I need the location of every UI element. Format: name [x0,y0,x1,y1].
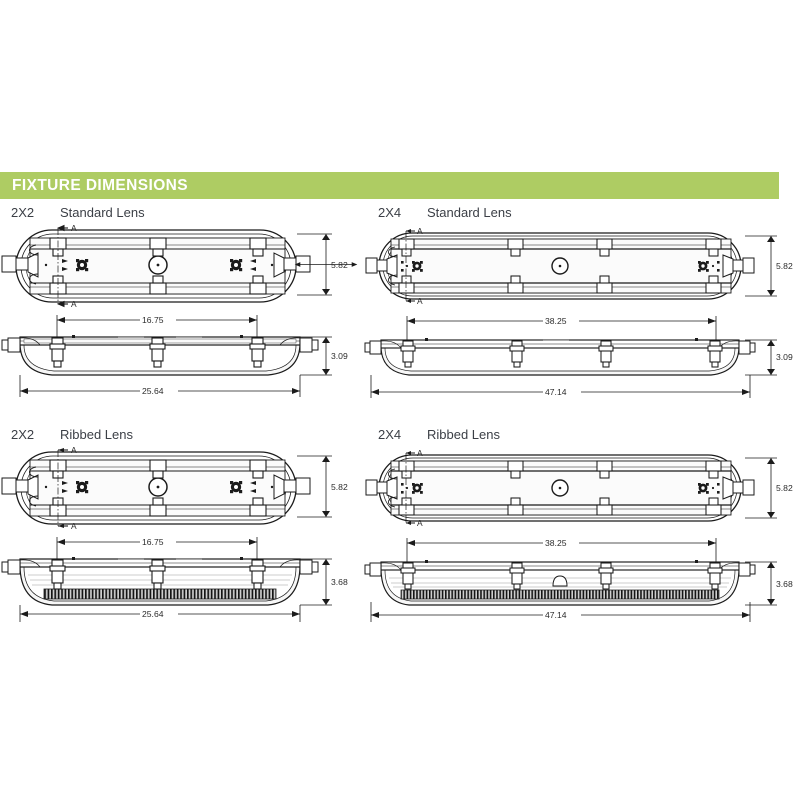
section-banner-title: FIXTURE DIMENSIONS [12,176,188,194]
dim-overall-length-2x4-ribbed [370,602,751,622]
panel-header-2x4-standard: 2X4 Standard Lens [378,205,512,220]
dim-label-side-height: 3.68 [776,579,793,589]
panel-size-label: 2X4 [378,427,402,442]
drawing-2x2-ribbed: A A 5.82 [0,445,360,622]
dim-label-side-height: 3.68 [331,577,348,587]
section-mark-top-a: A [417,226,423,236]
dim-mount-span-2x2-standard [56,315,258,337]
panel-size-label: 2X2 [11,427,35,442]
panel-lens-label: Ribbed Lens [427,427,500,442]
dim-overall-length-2x2-standard [19,375,301,397]
dim-label-overall-length: 47.14 [545,610,567,620]
side-view-2x4-ribbed [364,560,756,606]
dim-side-height-2x4-standard [745,339,777,376]
dim-mount-span-2x2-ribbed [56,537,258,559]
top-view-2x2-ribbed [1,448,311,528]
drawing-2x2-standard: A A 5.82 [0,223,360,400]
panel-header-2x2-standard: 2X2 Standard Lens [11,205,145,220]
section-mark-top-a: A [71,445,77,455]
drawing-2x4-ribbed: A A 5.82 [364,448,800,622]
dim-mount-span-2x4-standard [406,316,717,340]
dim-label-top-height: 5.82 [331,482,348,492]
dim-mount-span-2x4-ribbed [406,538,717,562]
panel-header-2x2-ribbed: 2X2 Ribbed Lens [11,427,133,442]
panel-size-label: 2X2 [11,205,35,220]
dim-label-top-height: 5.82 [331,260,348,270]
dim-top-height-2x4-ribbed [745,457,777,519]
side-view-2x4-standard [364,338,756,376]
top-view-2x2-standard [1,224,311,308]
dim-label-overall-length: 25.64 [142,609,164,619]
section-mark-bottom-a: A [417,518,423,528]
dim-label-overall-length: 47.14 [545,387,567,397]
dim-top-height-2x4-standard [745,235,777,297]
dim-label-side-height: 3.09 [331,351,348,361]
section-mark-bottom-a: A [417,296,423,306]
dim-overall-length-2x4-standard [370,375,751,398]
top-view-2x4-standard [365,229,755,303]
panel-lens-label: Standard Lens [427,205,512,220]
dim-label-top-height: 5.82 [776,483,793,493]
dim-side-height-2x4-ribbed [745,561,777,606]
top-view-2x4-ribbed [365,451,755,525]
dim-top-height-2x2-ribbed [297,455,332,518]
section-mark-bottom-a: A [71,521,77,531]
dim-label-top-height: 5.82 [776,261,793,271]
panel-header-2x4-ribbed: 2X4 Ribbed Lens [378,427,500,442]
dim-side-height-2x2-standard [300,336,332,376]
dim-label-side-height: 3.09 [776,352,793,362]
side-view-2x2-standard [1,335,319,376]
panel-lens-label: Ribbed Lens [60,427,133,442]
panel-size-label: 2X4 [378,205,402,220]
side-view-2x2-ribbed [1,557,319,606]
dim-side-height-2x2-ribbed [300,558,332,606]
section-banner: FIXTURE DIMENSIONS [0,172,779,199]
section-mark-top-a: A [417,448,423,458]
dim-top-height-2x2-standard [294,233,358,296]
dim-overall-length-2x2-ribbed [19,605,301,622]
dim-label-mount-span: 16.75 [142,315,164,325]
section-mark-bottom-a: A [71,299,77,309]
dim-label-mount-span: 38.25 [545,538,567,548]
dim-label-mount-span: 38.25 [545,316,567,326]
panel-lens-label: Standard Lens [60,205,145,220]
section-mark-top-a: A [71,223,77,233]
drawing-2x4-standard: A A 5.82 [364,226,800,400]
dim-label-overall-length: 25.64 [142,386,164,396]
dim-label-mount-span: 16.75 [142,537,164,547]
